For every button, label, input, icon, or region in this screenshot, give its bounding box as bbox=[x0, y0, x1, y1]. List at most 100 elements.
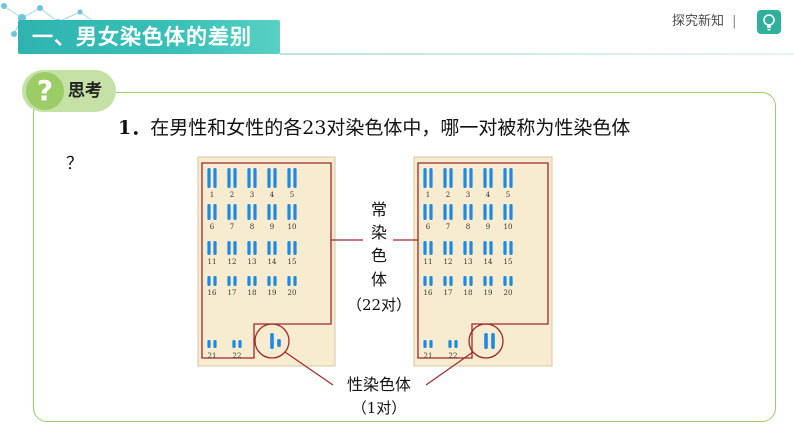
male-chromosome-pair bbox=[267, 241, 277, 255]
female-chromosome-number: 14 bbox=[484, 258, 493, 266]
male-chromosome-number: 7 bbox=[230, 223, 234, 231]
female-chromosome-number: 18 bbox=[464, 289, 473, 297]
male-karyotype-panel bbox=[197, 156, 336, 367]
female-sex-chromosomes bbox=[484, 333, 495, 349]
page-title: 一、男女染色体的差别 bbox=[32, 25, 252, 49]
female-chromosome-pair bbox=[423, 276, 433, 286]
lightbulb-button[interactable] bbox=[757, 10, 781, 34]
male-chromosome-number: 10 bbox=[288, 223, 297, 231]
female-chromosome-pair bbox=[463, 241, 473, 255]
female-chromosome-number: 15 bbox=[504, 258, 513, 266]
male-sex-chromosome-circle bbox=[254, 323, 290, 359]
male-chromosomes bbox=[207, 168, 297, 349]
male-chromosome-number: 15 bbox=[288, 258, 297, 266]
male-chromosome-pair bbox=[287, 276, 297, 286]
female-sex-chromosome-circle bbox=[468, 323, 504, 359]
male-chromosome-number: 12 bbox=[228, 258, 237, 266]
female-chromosome-number: 2 bbox=[446, 191, 450, 199]
question-text: 1．在男性和女性的各23对染色体中，哪一对被称为性染色体 bbox=[118, 113, 778, 143]
male-chromosome-pair bbox=[247, 168, 257, 188]
female-chromosome-pair bbox=[423, 204, 433, 220]
male-chromosome-number: 19 bbox=[268, 289, 277, 297]
female-chromosome-pair bbox=[483, 168, 493, 188]
female-chromosome-number: 19 bbox=[484, 289, 493, 297]
female-chromosome-pair bbox=[443, 276, 453, 286]
female-chromosome-pair bbox=[483, 276, 493, 286]
autosome-label-line-4: 体 bbox=[371, 270, 387, 289]
female-chromosome-pair bbox=[503, 276, 513, 286]
female-chromosome-number: 20 bbox=[504, 289, 513, 297]
male-chromosome-pair bbox=[207, 276, 217, 286]
question-icon: ? bbox=[26, 72, 64, 110]
male-chromosome-number: 20 bbox=[288, 289, 297, 297]
female-chromosome-number: 10 bbox=[504, 223, 513, 231]
male-chromosome-number: 8 bbox=[250, 223, 254, 231]
female-chromosome-pair bbox=[423, 241, 433, 255]
male-sex-connector bbox=[284, 351, 334, 386]
female-chromosome-number: 9 bbox=[486, 223, 490, 231]
female-chromosome-pair bbox=[483, 204, 493, 220]
female-chromosome-number: 13 bbox=[464, 258, 473, 266]
female-chromosome-pair bbox=[423, 340, 433, 348]
female-chromosome-pair bbox=[463, 204, 473, 220]
male-chromosome-pair bbox=[232, 340, 242, 348]
male-chromosome-pair bbox=[287, 168, 297, 188]
lightbulb-icon bbox=[763, 14, 775, 31]
male-chromosome-pair bbox=[247, 204, 257, 220]
female-chromosome-pair bbox=[443, 168, 453, 188]
autosome-label-line-2: 染 bbox=[371, 223, 387, 242]
sex-chromosome-label: 性染色体 bbox=[347, 375, 411, 394]
female-chromosome-number: 6 bbox=[426, 223, 431, 231]
female-chromosome-pair bbox=[423, 168, 433, 188]
male-chromosome-pair bbox=[207, 168, 217, 188]
male-chromosome-pair bbox=[207, 340, 217, 348]
male-chromosome-pair bbox=[267, 168, 277, 188]
female-chromosome-pair bbox=[503, 168, 513, 188]
male-chromosome-pair bbox=[247, 276, 257, 286]
male-chromosome-pair bbox=[287, 204, 297, 220]
title-bar bbox=[18, 20, 280, 54]
separator: | bbox=[732, 14, 737, 29]
male-chromosome-number: 22 bbox=[233, 352, 242, 360]
section-label: 探究新知 | bbox=[672, 10, 737, 34]
female-chromosome-number: 16 bbox=[424, 289, 433, 297]
female-chromosome-number: 21 bbox=[424, 352, 433, 360]
question-tail: ？ bbox=[66, 154, 83, 174]
male-chromosome-pair bbox=[227, 168, 237, 188]
female-chromosome-number: 7 bbox=[446, 223, 450, 231]
female-chromosome-pair bbox=[483, 241, 493, 255]
male-chromosome-number: 17 bbox=[228, 289, 237, 297]
male-chromosome-pair bbox=[267, 204, 277, 220]
male-chromosome-pair bbox=[207, 241, 217, 255]
question-body: 在男性和女性的各23对染色体中，哪一对被称为性染色体 bbox=[150, 117, 631, 139]
male-chromosome-number: 9 bbox=[270, 223, 274, 231]
sex-chromosome-count: （1对） bbox=[352, 399, 407, 417]
autosome-label-line-1: 常 bbox=[371, 200, 387, 219]
female-chromosome-number: 17 bbox=[444, 289, 453, 297]
male-chromosome-number: 5 bbox=[290, 191, 294, 199]
male-chromosome-number: 3 bbox=[250, 191, 254, 199]
autosome-label-line-5: （22对） bbox=[347, 296, 411, 314]
female-chromosomes bbox=[423, 168, 513, 349]
female-chromosome-pair bbox=[448, 340, 458, 348]
female-chromosome-pair bbox=[443, 241, 453, 255]
female-chromosome-number: 1 bbox=[426, 191, 430, 199]
female-autosome-outline bbox=[417, 162, 549, 359]
male-chromosome-number: 1 bbox=[210, 191, 214, 199]
male-chromosome-number: 16 bbox=[208, 289, 217, 297]
female-chromosome-pair bbox=[463, 276, 473, 286]
header-divider bbox=[280, 53, 794, 55]
autosome-label-line-3: 色 bbox=[371, 246, 387, 265]
female-chromosome-number: 11 bbox=[424, 258, 433, 266]
female-chromosome-number: 4 bbox=[486, 191, 491, 199]
content-frame bbox=[33, 92, 776, 422]
male-chromosome-pair bbox=[267, 276, 277, 286]
male-chromosome-number: 11 bbox=[208, 258, 217, 266]
male-sex-chromosomes bbox=[270, 333, 281, 349]
female-chromosome-number: 8 bbox=[466, 223, 470, 231]
female-chromosome-number: 3 bbox=[466, 191, 470, 199]
male-chromosome-pair bbox=[227, 204, 237, 220]
explore-label: 探究新知 bbox=[672, 14, 725, 29]
